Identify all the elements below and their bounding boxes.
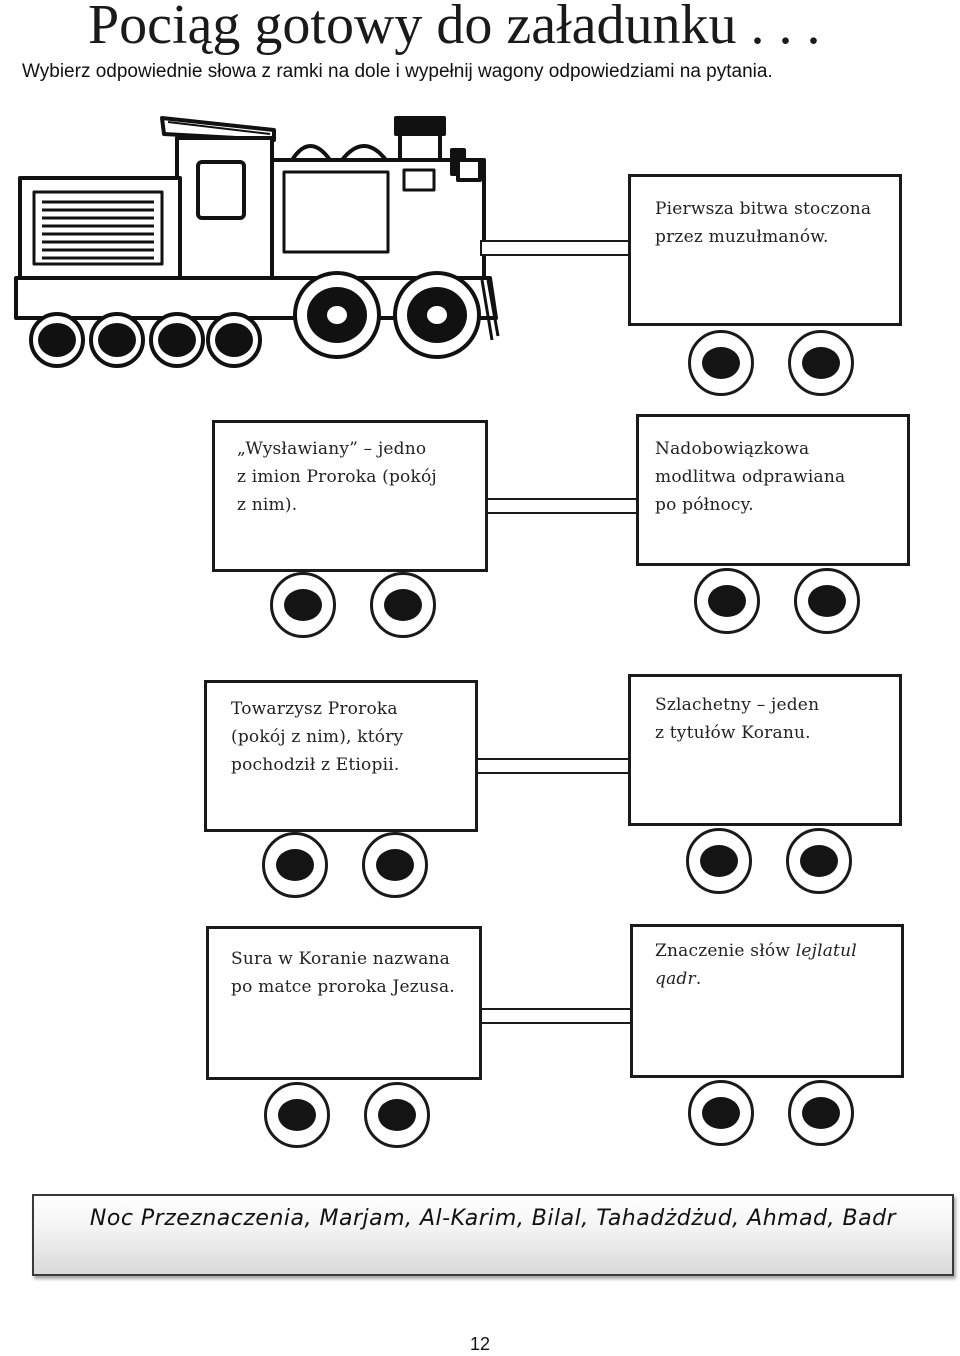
wagon-6[interactable]: Sura w Koranie nazwana po matce proroka … bbox=[206, 926, 482, 1080]
wagon-4-question: Towarzysz Proroka (pokój z nim), który p… bbox=[231, 699, 404, 775]
wagon-wheel bbox=[694, 568, 760, 634]
wagon-3[interactable]: Nadobowiązkowa modlitwa odprawiana po pó… bbox=[636, 414, 910, 566]
locomotive-illustration bbox=[14, 116, 500, 368]
page-title: Pociąg gotowy do załadunku . . . bbox=[88, 0, 821, 56]
wagon-wheel bbox=[788, 330, 854, 396]
wagon-wheel bbox=[786, 828, 852, 894]
wagon-wheel bbox=[264, 1082, 330, 1148]
wagon-7-question: Znaczenie słów lejlatul qadr. bbox=[655, 937, 857, 993]
wagon-2[interactable]: „Wysławiany” – jedno z imion Proroka (po… bbox=[212, 420, 488, 572]
wagon-4[interactable]: Towarzysz Proroka (pokój z nim), który p… bbox=[204, 680, 478, 832]
word-bank-box: Noc Przeznaczenia, Marjam, Al-Karim, Bil… bbox=[32, 1194, 954, 1276]
instruction-text: Wybierz odpowiednie słowa z ramki na dol… bbox=[22, 61, 773, 82]
wagon-coupler bbox=[480, 1008, 632, 1024]
wagon-coupler bbox=[476, 758, 632, 774]
wagon-1[interactable]: Pierwsza bitwa stoczona przez muzułmanów… bbox=[628, 174, 902, 326]
wagon-wheel bbox=[686, 828, 752, 894]
wagon-7[interactable]: Znaczenie słów lejlatul qadr. bbox=[630, 924, 904, 1078]
wagon-wheel bbox=[688, 330, 754, 396]
wagon-wheel bbox=[270, 572, 336, 638]
wagon-6-question: Sura w Koranie nazwana po matce proroka … bbox=[231, 949, 455, 997]
wagon-wheel bbox=[262, 832, 328, 898]
wagon-3-question: Nadobowiązkowa modlitwa odprawiana po pó… bbox=[655, 439, 846, 515]
wagon-wheel bbox=[370, 572, 436, 638]
wagon-1-question: Pierwsza bitwa stoczona przez muzułmanów… bbox=[655, 199, 872, 247]
wagon-7-question-end: . bbox=[695, 969, 702, 989]
wagon-wheel bbox=[794, 568, 860, 634]
wagon-wheel bbox=[362, 832, 428, 898]
wagon-5-question: Szlachetny – jeden z tytułów Koranu. bbox=[655, 695, 820, 743]
wagon-7-question-term: lejlatul qadr bbox=[655, 941, 857, 989]
wagon-5[interactable]: Szlachetny – jeden z tytułów Koranu. bbox=[628, 674, 902, 826]
word-bank-text: Noc Przeznaczenia, Marjam, Al-Karim, Bil… bbox=[89, 1206, 897, 1231]
page-number: 12 bbox=[469, 1334, 491, 1354]
wagon-7-question-start: Znaczenie słów bbox=[655, 941, 796, 961]
wagon-coupler bbox=[486, 498, 638, 514]
wagon-wheel bbox=[788, 1080, 854, 1146]
wagon-2-question: „Wysławiany” – jedno z imion Proroka (po… bbox=[237, 439, 437, 515]
wagon-wheel bbox=[364, 1082, 430, 1148]
wagon-wheel bbox=[688, 1080, 754, 1146]
wagon-coupler bbox=[480, 240, 632, 256]
